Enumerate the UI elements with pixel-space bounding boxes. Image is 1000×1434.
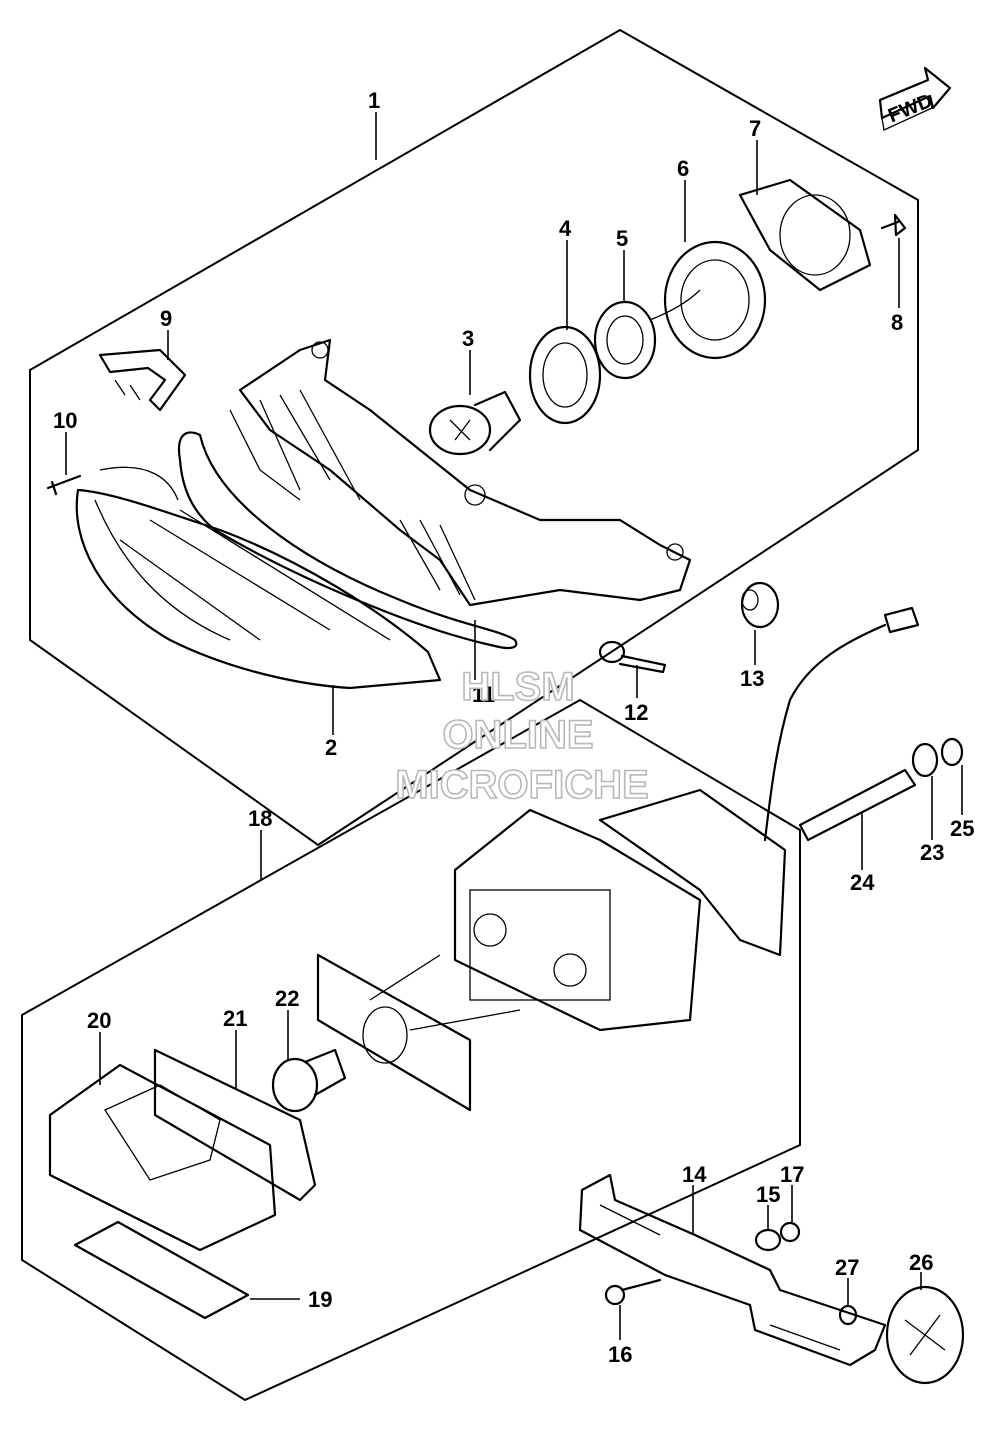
callout-23: 23 [920, 840, 944, 865]
screw-part-16 [604, 1278, 662, 1306]
gasket-part-7 [738, 178, 872, 292]
lower-assembly-frame [21, 698, 801, 1402]
callout-5: 5 [616, 226, 628, 251]
bulb-part-3 [428, 390, 522, 456]
callout-9: 9 [160, 306, 172, 331]
callout-12: 12 [624, 700, 648, 725]
socket-plate [316, 953, 521, 1112]
upper-assembly-frame [29, 28, 919, 847]
housing [229, 338, 692, 607]
leader-lines [65, 112, 963, 1340]
callout-27: 27 [835, 1255, 859, 1280]
callout-24: 24 [850, 870, 875, 895]
callout-10: 10 [53, 408, 77, 433]
callout-14: 14 [682, 1162, 707, 1187]
callout-4: 4 [559, 216, 572, 241]
watermark-line-1: HLSM [461, 665, 574, 709]
grommet-part-13 [740, 581, 780, 629]
screw-part-10 [46, 474, 82, 496]
callout-19: 19 [308, 1287, 332, 1312]
tail-housing [453, 788, 787, 1032]
callout-7: 7 [749, 116, 761, 141]
callout-17: 17 [780, 1162, 804, 1187]
wire-harness [763, 606, 920, 842]
clip-part-9 [98, 348, 187, 412]
reflector-part-26 [885, 1285, 965, 1385]
watermark-line-2: ONLINE [442, 713, 593, 757]
callout-13: 13 [740, 666, 764, 691]
callout-8: 8 [891, 310, 903, 335]
lens-part-20 [48, 1063, 277, 1252]
reflector-part-19 [73, 1220, 250, 1320]
callout-6: 6 [677, 156, 689, 181]
gasket-part-11 [177, 431, 518, 650]
callout-20: 20 [87, 1008, 111, 1033]
callout-21: 21 [223, 1006, 247, 1031]
watermark: HLSM ONLINE MICROFICHE [395, 664, 650, 808]
washer-part-15 [754, 1228, 782, 1252]
bulb-part-22 [271, 1048, 347, 1113]
callout-15: 15 [756, 1182, 780, 1207]
callouts: 1 2 3 4 5 6 7 8 9 10 11 12 13 14 15 16 1… [53, 88, 974, 1367]
callout-18: 18 [248, 806, 272, 831]
callout-1: 1 [368, 88, 380, 113]
gasket-part-21 [153, 1048, 317, 1202]
lens-part-2 [75, 466, 442, 690]
callout-26: 26 [909, 1250, 933, 1275]
screw-part-8 [880, 213, 907, 237]
callout-16: 16 [608, 1342, 632, 1367]
collar-part-24 [798, 768, 917, 842]
callout-25: 25 [950, 816, 974, 841]
callout-11: 11 [472, 682, 495, 707]
watermark-line-3: MICROFICHE [395, 763, 648, 807]
fwd-arrow-icon: FWD [878, 66, 952, 131]
bolt-part-12 [598, 640, 667, 674]
bracket-part-14 [578, 1173, 887, 1367]
socket-part-5 [593, 289, 701, 380]
nut-part-17 [779, 1221, 801, 1243]
ring-part-4 [528, 325, 602, 425]
callout-3: 3 [462, 326, 474, 351]
holder-part-6 [663, 240, 767, 360]
nut-part-25 [940, 737, 964, 767]
washer-part-23 [911, 742, 939, 778]
callout-2: 2 [325, 735, 337, 760]
callout-22: 22 [275, 986, 299, 1011]
